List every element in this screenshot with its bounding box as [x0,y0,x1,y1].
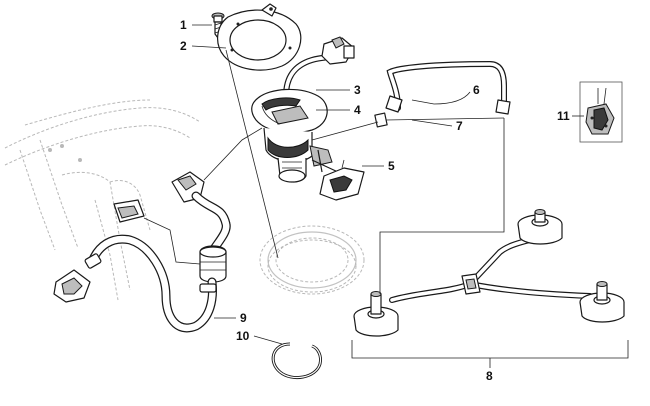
callout-8: 8 [486,369,493,383]
level-sender-part [311,159,365,201]
callout-10: 10 [236,329,250,343]
fuel-hose-assembly [53,171,231,333]
fuel-pump-assembly [251,36,355,183]
valve-inset [579,81,623,143]
callout-11: 11 [557,109,570,123]
vent-valve-assembly [353,209,625,337]
clamp-ring-part [271,342,322,380]
ghost-frame [4,99,201,301]
callout-labels: 1 2 3 4 5 6 7 8 9 10 11 [180,18,570,383]
callout-3: 3 [354,83,361,97]
callout-6: 6 [473,83,480,97]
callout-7: 7 [456,119,463,133]
callout-1: 1 [180,18,187,32]
gasket-part [217,3,302,71]
callout-4: 4 [354,103,361,117]
vent-tube-part [385,60,511,115]
coupler-part [311,112,505,141]
callout-9: 9 [240,311,247,325]
callout-5: 5 [388,159,395,173]
callout-2: 2 [180,39,187,53]
ghost-pump-ring [259,225,365,295]
leader-lines [143,24,629,368]
